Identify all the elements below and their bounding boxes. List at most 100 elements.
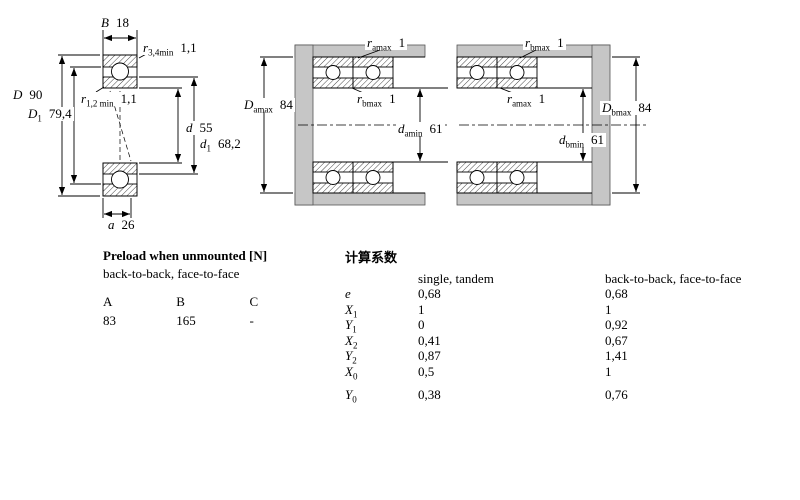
housing-bottom: [456, 192, 611, 206]
preload-value-a: 83: [103, 313, 116, 328]
dim-value: 1: [538, 91, 546, 106]
dim-value: 79,4: [48, 106, 72, 121]
dim-label-Damax: Damax 84: [242, 97, 295, 115]
dim-label-dbmin: dbmin 61: [557, 132, 607, 150]
factors-header-single-tandem: single, tandem: [418, 271, 494, 286]
factors-row-x0: X0 0,5 1: [345, 363, 741, 382]
dim-symbol: d: [559, 132, 566, 147]
dim-value: 61: [591, 132, 605, 147]
factor-symbol: Y1: [345, 317, 357, 335]
dim-label-rbmax-1: rbmax 1: [355, 91, 398, 109]
factor-value-1: 0,68: [418, 286, 441, 301]
dim-value: 68,2: [218, 136, 241, 151]
factor-value-2: 1: [605, 301, 612, 317]
dim-subscript: amax: [512, 98, 532, 109]
preload-table-title: Preload when unmounted [N]: [103, 248, 268, 263]
dim-line-Dbmax: [612, 56, 640, 194]
preload-value-c: -: [249, 313, 254, 328]
factor-value-2: 0,68: [605, 286, 628, 301]
dim-line-B: [102, 30, 138, 55]
dim-subscript: amin: [404, 128, 423, 139]
factor-symbol: Y0: [345, 387, 357, 405]
dim-symbol: D: [13, 87, 23, 102]
preload-header-c: C: [249, 294, 259, 309]
factor-value-1: 0: [418, 317, 425, 332]
factor-symbol: e: [345, 286, 351, 301]
dim-value: 18: [115, 15, 129, 30]
dim-subscript: bmax: [530, 42, 551, 53]
dim-line-Damax: [260, 56, 293, 194]
dim-value: 84: [279, 97, 293, 112]
dim-value: 61: [429, 121, 443, 136]
bearing-pair-top: [456, 56, 538, 89]
factor-value-2: 0,67: [605, 332, 628, 348]
factors-table-title: 计算系数: [345, 250, 398, 265]
preload-table-subtitle: back-to-back, face-to-face: [103, 266, 240, 281]
bearing-pair-bottom: [456, 161, 538, 194]
factor-value-1: 0,41: [418, 332, 441, 348]
factor-value-2: 1,41: [605, 348, 628, 363]
dim-symbol: D: [28, 106, 38, 121]
dim-value: 90: [29, 87, 43, 102]
factor-symbol: X2: [345, 332, 358, 351]
factors-row-x2: X2 0,41 0,67: [345, 332, 741, 351]
factors-row-e: e 0,68 0,68: [345, 286, 741, 302]
dim-symbol: B: [101, 15, 109, 30]
factors-header-back-to-back: back-to-back, face-to-face: [605, 271, 742, 286]
dim-value: 26: [121, 217, 135, 232]
dim-symbol: D: [244, 97, 254, 112]
factor-value-1: 0,5: [418, 363, 435, 379]
dim-symbol: r: [367, 35, 373, 50]
bearing-section-bottom: [102, 162, 138, 197]
dim-label-D: D 90: [11, 87, 45, 102]
factor-value-1: 1: [418, 301, 425, 317]
dim-line-D: [58, 54, 100, 197]
dim-value: 1,1: [120, 91, 137, 106]
dim-label-rbmax-2: rbmax 1: [523, 35, 566, 53]
dim-symbol: D: [602, 100, 612, 115]
housing-bottom: [294, 192, 426, 206]
dim-subscript: bmin: [565, 139, 585, 150]
dim-symbol: r: [143, 40, 149, 55]
dim-symbol: r: [357, 91, 363, 106]
dim-subscript: 1,2 min: [86, 98, 114, 109]
leader-r12: [95, 86, 105, 93]
dim-symbol: d: [398, 121, 405, 136]
preload-value-b: 165: [176, 313, 196, 328]
dim-symbol: d: [200, 136, 207, 151]
factor-value-2: 0,76: [605, 387, 628, 402]
dim-subscript: bmax: [362, 98, 383, 109]
dim-value: 1: [389, 91, 396, 106]
dim-symbol: d: [186, 120, 193, 135]
dim-label-D1: D1 79,4: [26, 106, 74, 124]
factor-symbol: X0: [345, 363, 358, 382]
preload-table-value-row: 83 165 -: [103, 313, 320, 328]
factor-symbol: Y2: [345, 348, 357, 366]
dim-subscript: 1: [37, 113, 42, 124]
preload-table-header-row: A B C: [103, 294, 320, 309]
preload-table: Preload when unmounted [N] back-to-back,…: [103, 248, 320, 328]
factor-value-2: 1: [605, 363, 612, 379]
dim-label-damin: damin 61: [396, 121, 445, 139]
dim-line-D1: [70, 66, 101, 185]
factors-row-y2: Y2 0,87 1,41: [345, 348, 741, 366]
arrangement-face-to-face: [456, 44, 646, 206]
dim-line-d: [139, 87, 182, 164]
dim-subscript: amax: [253, 104, 273, 115]
calculation-factors-table: 计算系数 single, tandem back-to-back, face-to…: [345, 250, 742, 405]
dim-symbol: r: [525, 35, 531, 50]
dim-value: 1: [557, 35, 564, 50]
dim-subscript: bmax: [611, 107, 632, 118]
factor-value-1: 0,87: [418, 348, 441, 363]
left-section-drawing: [58, 30, 198, 218]
